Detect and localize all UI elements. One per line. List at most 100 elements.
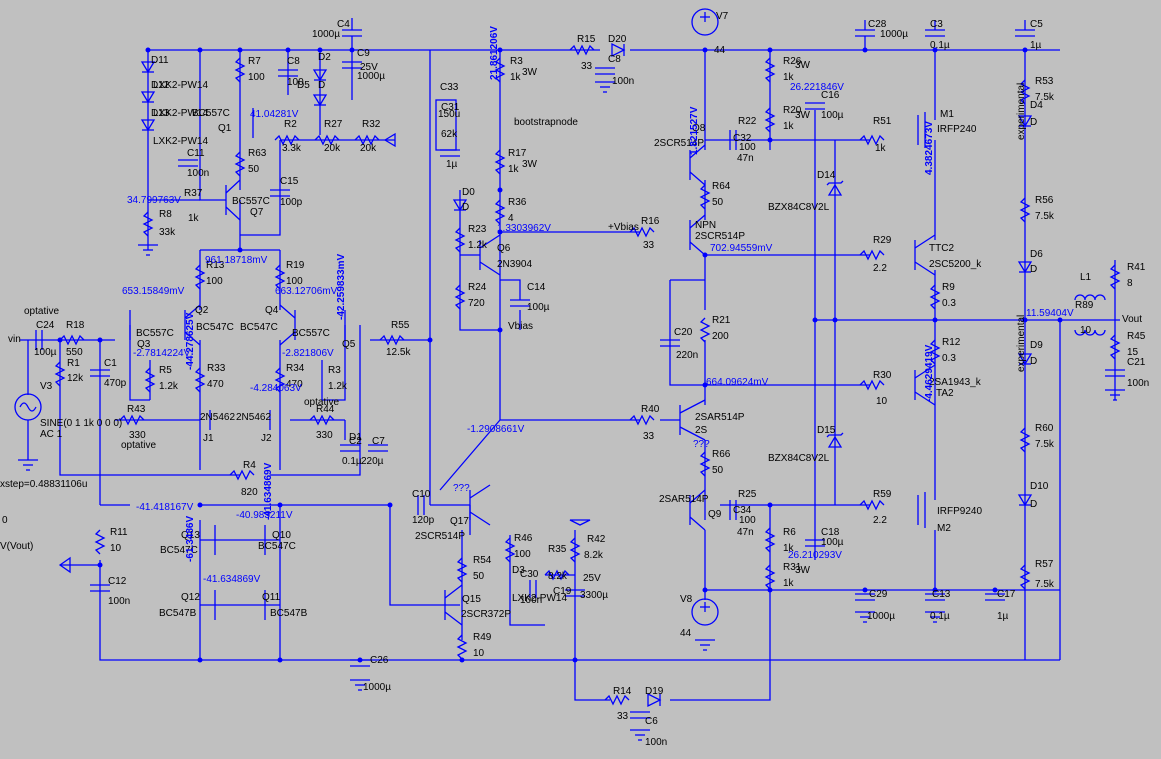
resistor-r46 — [504, 537, 516, 563]
label-d15: D15 — [817, 425, 836, 436]
label-c31a: 150u — [438, 109, 460, 120]
label-r22v: 100 — [739, 142, 756, 153]
label-r22: R22 — [738, 116, 757, 127]
label-r29v: 2.2 — [873, 263, 887, 274]
label-m1: M1 — [940, 109, 954, 120]
voltage-v653: 653.15849mV — [122, 286, 185, 297]
label-c20: C20 — [674, 327, 693, 338]
label-r54v: 50 — [473, 571, 485, 582]
label-v8: V8 — [680, 594, 693, 605]
label-lxk4: LXK2-PW14 — [512, 593, 567, 604]
label-r9v: 0.3 — [942, 298, 956, 309]
label-d4: D4 — [1030, 100, 1043, 111]
label-vbiasp: +Vbias — [608, 222, 639, 233]
label-c13: C13 — [932, 589, 951, 600]
label-c8: C8 — [287, 56, 300, 67]
label-r46: R46 — [514, 533, 533, 544]
label-c4: C4 — [337, 19, 350, 30]
label-r63v: 50 — [248, 164, 260, 175]
label-r54: R54 — [473, 555, 492, 566]
label-c4v: 1000µ — [312, 29, 340, 40]
label-d14: D14 — [817, 170, 836, 181]
label-r49v: 10 — [473, 648, 485, 659]
label-c6: C6 — [645, 716, 658, 727]
diode-d19 — [647, 692, 662, 708]
label-r2: R2 — [284, 119, 297, 130]
label-lxk3: LXK2-PW14 — [153, 136, 208, 147]
label-c26: C26 — [370, 655, 389, 666]
label-bc557c5: BC557C — [292, 328, 330, 339]
label-c15: C15 — [280, 176, 299, 187]
label-r41: R41 — [1127, 262, 1146, 273]
label-opt2: optative — [121, 440, 156, 451]
label-q2s: 2SAR514P — [695, 412, 745, 423]
label-q15n: 2SCR372P — [461, 609, 511, 620]
label-r59v: 2.2 — [873, 515, 887, 526]
resistor-r60 — [1019, 427, 1031, 453]
label-c8b: C8 — [608, 54, 621, 65]
resistor-r64 — [699, 184, 711, 210]
voltage-vertical-vv21: 21.861206V — [489, 26, 500, 80]
label-c26v: 1000µ — [363, 682, 391, 693]
label-c20v: 220n — [676, 350, 698, 361]
diode-d6 — [1017, 261, 1033, 274]
voltage-v4163: -41.634869V — [203, 574, 261, 585]
resistor-r6 — [764, 527, 776, 553]
voltage-v1330: 1.3303962V — [497, 223, 551, 234]
voltage-v2621: 26.210293V — [788, 550, 842, 561]
voltage-v961: 961.18718mV — [205, 255, 268, 266]
label-r19: R19 — [286, 260, 305, 271]
label-r16v: 33 — [643, 240, 655, 251]
label-ta2: TA2 — [936, 388, 954, 399]
label-c34v: 47n — [737, 527, 754, 538]
label-c5v: 1µ — [1030, 40, 1042, 51]
capacitor-c5 — [1015, 20, 1035, 37]
resistor-r53 — [1019, 79, 1031, 105]
resistor-r49 — [456, 634, 468, 660]
resistor-r43 — [119, 414, 145, 426]
label-r1: R1 — [67, 358, 80, 369]
label-c14v: 100µ — [527, 302, 550, 313]
label-r13v: 100 — [206, 276, 223, 287]
resistor-r1 — [54, 361, 66, 387]
label-c10v: 120p — [412, 515, 435, 526]
label-r14v: 33 — [617, 711, 629, 722]
voltage-v702: 702.94559mV — [710, 243, 773, 254]
resistor-r63 — [234, 151, 246, 177]
label-ac1: AC 1 — [40, 429, 63, 440]
label-c15v: 100p — [280, 197, 303, 208]
label-c13v: 0.1µ — [930, 611, 950, 622]
section-exp1: experimental — [1016, 83, 1027, 140]
label-r8v: 33k — [159, 227, 176, 238]
component-labels: C41000µD11LXK2-PW14D12LXK2-PW14D13LXK2-P… — [0, 11, 1149, 748]
resistor-r19 — [274, 264, 286, 290]
label-r24v: 720 — [468, 298, 485, 309]
label-c7v: 220µ — [361, 456, 384, 467]
resistor-r23 — [454, 227, 466, 253]
voltage-source-v3 — [14, 393, 42, 421]
label-r66v: 50 — [712, 465, 724, 476]
voltage-vertical-vv18: 1.821527V — [689, 106, 700, 155]
label-r30: R30 — [873, 370, 892, 381]
label-c21v: 100n — [1127, 378, 1149, 389]
label-c32v: 47n — [737, 153, 754, 164]
label-r21v: 200 — [712, 331, 729, 342]
label-r51: R51 — [873, 116, 892, 127]
label-c9: C9 — [357, 48, 370, 59]
node-voltage-labels: 41.04281V34.799763V961.18718mV653.15849m… — [122, 82, 1074, 585]
label-r43v: 330 — [129, 430, 146, 441]
resistor-r30 — [859, 379, 885, 391]
diode-d10 — [1017, 494, 1033, 507]
label-c11v: 100n — [187, 168, 209, 179]
label-c10: C10 — [412, 489, 431, 500]
label-r36v: 4 — [508, 213, 514, 224]
label-d0d: D — [462, 202, 469, 213]
label-q6n: 2N3904 — [497, 259, 532, 270]
label-r34: R34 — [286, 363, 305, 374]
diode-d2 — [312, 69, 328, 82]
label-c8bv: 100n — [612, 76, 634, 87]
label-d3: D3 — [512, 565, 525, 576]
voltage-vq2: ??? — [693, 439, 710, 450]
resistor-r66 — [699, 451, 711, 477]
